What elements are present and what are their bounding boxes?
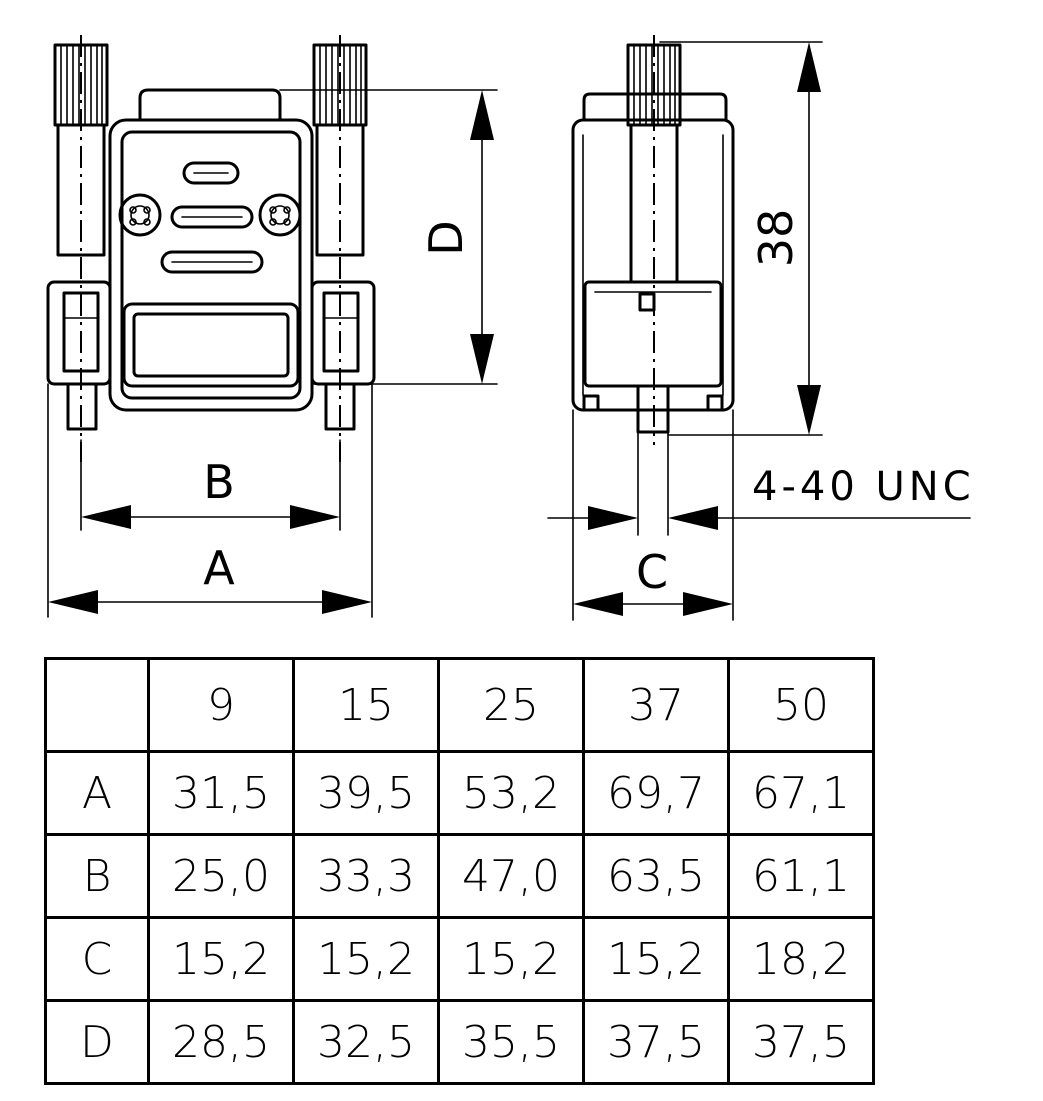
side-view bbox=[571, 35, 735, 445]
dimension-d: D bbox=[279, 89, 498, 385]
column-header: 9 bbox=[147, 657, 295, 753]
dimension-a: A bbox=[47, 383, 373, 618]
dimension-38: 38 bbox=[659, 41, 823, 436]
table-cell: 37,5 bbox=[727, 999, 875, 1085]
table-cell: 15,2 bbox=[292, 916, 440, 1002]
dimension-b: B bbox=[80, 439, 341, 531]
row-label: D bbox=[44, 999, 150, 1085]
dim-a-label: A bbox=[203, 541, 235, 595]
table-cell: 33,3 bbox=[292, 833, 440, 919]
row-label: A bbox=[44, 750, 150, 836]
column-header: 50 bbox=[727, 657, 875, 753]
dim-38-label: 38 bbox=[749, 209, 803, 268]
table-cell: 15,2 bbox=[437, 916, 585, 1002]
row-label: B bbox=[44, 833, 150, 919]
table-cell: 15,2 bbox=[582, 916, 730, 1002]
column-header: 15 bbox=[292, 657, 440, 753]
table-row: D 28,5 32,5 35,5 37,5 37,5 bbox=[44, 999, 875, 1085]
dimension-table: 9 15 25 37 50 A 31,5 39,5 53,2 69,7 67,1… bbox=[44, 657, 875, 1085]
table-row: C 15,2 15,2 15,2 15,2 18,2 bbox=[44, 916, 875, 1002]
table-cell: 25,0 bbox=[147, 833, 295, 919]
dim-b-label: B bbox=[203, 455, 235, 509]
table-cell: 39,5 bbox=[292, 750, 440, 836]
dim-c-label: C bbox=[636, 545, 668, 599]
column-header: 25 bbox=[437, 657, 585, 753]
screw-icon bbox=[118, 193, 162, 237]
knurled-screw-right bbox=[310, 43, 376, 431]
thread-label: 4-40 UNC bbox=[752, 464, 975, 510]
row-label: C bbox=[44, 916, 150, 1002]
table-row: B 25,0 33,3 47,0 63,5 61,1 bbox=[44, 833, 875, 919]
table-cell: 61,1 bbox=[727, 833, 875, 919]
table-cell: 31,5 bbox=[147, 750, 295, 836]
knurled-screw-left bbox=[46, 43, 112, 431]
table-cell: 37,5 bbox=[582, 999, 730, 1085]
table-cell: 69,7 bbox=[582, 750, 730, 836]
table-cell: 63,5 bbox=[582, 833, 730, 919]
technical-drawing: D B A bbox=[46, 35, 975, 621]
table-cell: 15,2 bbox=[147, 916, 295, 1002]
table-cell: 28,5 bbox=[147, 999, 295, 1085]
table-header-row: 9 15 25 37 50 bbox=[44, 657, 875, 753]
table-row: A 31,5 39,5 53,2 69,7 67,1 bbox=[44, 750, 875, 836]
table-cell: 67,1 bbox=[727, 750, 875, 836]
table-cell: 53,2 bbox=[437, 750, 585, 836]
front-view bbox=[46, 35, 376, 462]
table-cell: 35,5 bbox=[437, 999, 585, 1085]
table-corner-cell bbox=[44, 657, 150, 753]
screw-icon bbox=[258, 193, 302, 237]
dim-d-label: D bbox=[419, 220, 473, 255]
table-cell: 32,5 bbox=[292, 999, 440, 1085]
dimension-thread: 4-40 UNC bbox=[547, 431, 975, 536]
table-cell: 47,0 bbox=[437, 833, 585, 919]
column-header: 37 bbox=[582, 657, 730, 753]
table-cell: 18,2 bbox=[727, 916, 875, 1002]
dimension-c: C bbox=[572, 409, 734, 621]
